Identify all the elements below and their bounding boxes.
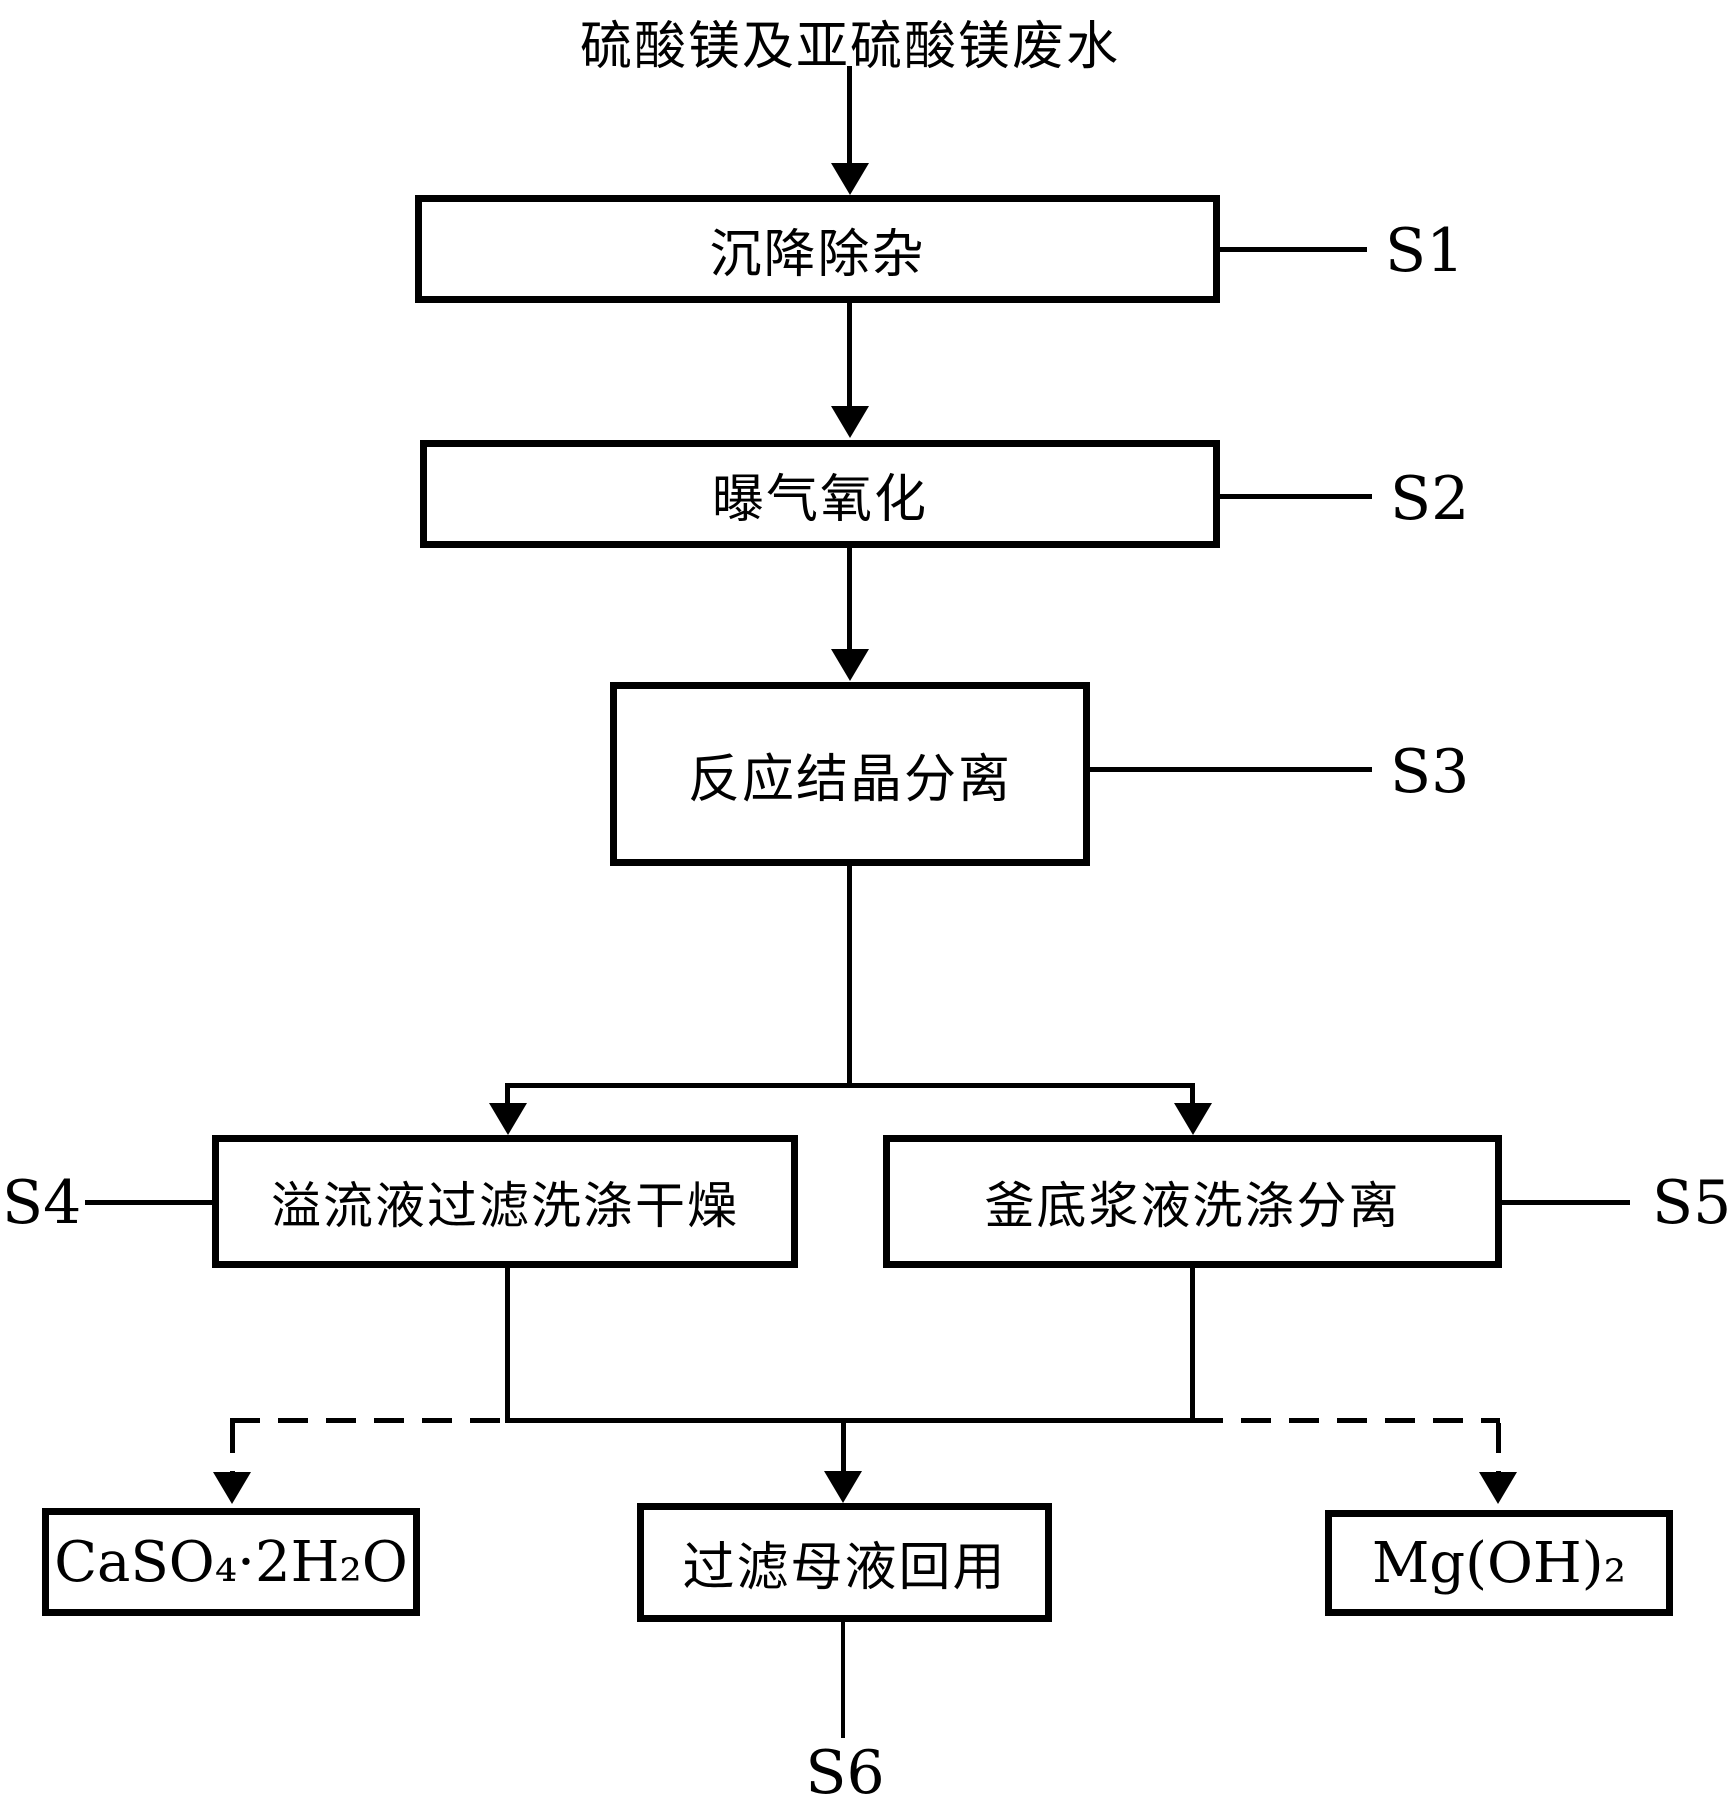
process-box-aeration: 曝气氧化	[420, 440, 1220, 548]
step-connector-line-s2	[1220, 494, 1372, 499]
arrow-down-icon	[824, 1471, 862, 1503]
step-connector-line-s6	[841, 1622, 845, 1738]
arrow-down-icon	[831, 163, 869, 195]
dashed-line	[1496, 1423, 1501, 1473]
output-box-magnesium-hydroxide-label: Mg(OH)₂	[1371, 1530, 1627, 1596]
dashed-line	[230, 1423, 235, 1473]
step-connector-line-s5	[1502, 1200, 1630, 1205]
step-connector-line-s3	[1090, 767, 1372, 772]
connector-line	[505, 1083, 510, 1105]
output-box-gypsum: CaSO₄·2H₂O	[42, 1508, 420, 1616]
process-box-settling: 沉降除杂	[415, 195, 1220, 303]
step-label-s4: S4	[2, 1168, 82, 1238]
connector-line	[1190, 1268, 1195, 1420]
arrow-down-icon	[1174, 1103, 1212, 1135]
process-box-crystallization: 反应结晶分离	[610, 682, 1090, 866]
process-box-crystallization-label: 反应结晶分离	[687, 749, 1012, 810]
process-box-bottom-slurry: 釜底浆液洗涤分离	[883, 1135, 1502, 1268]
step-connector-line-s4	[85, 1200, 212, 1205]
process-box-overflow-filter: 溢流液过滤洗涤干燥	[212, 1135, 798, 1268]
output-box-mother-liquor-label: 过滤母液回用	[682, 1538, 1007, 1598]
connector-line	[505, 1268, 510, 1420]
step-label-s3: S3	[1390, 737, 1470, 807]
connector-line	[847, 548, 852, 649]
connector-line	[847, 866, 852, 1085]
step-label-s6: S6	[805, 1738, 885, 1796]
arrow-down-icon	[1479, 1472, 1517, 1504]
connector-line	[1190, 1083, 1195, 1105]
connector-line	[841, 1423, 846, 1473]
process-box-aeration-label: 曝气氧化	[711, 469, 928, 530]
process-box-bottom-slurry-label: 釜底浆液洗涤分离	[984, 1176, 1401, 1235]
step-label-s5: S5	[1652, 1168, 1732, 1238]
step-connector-line-s1	[1220, 247, 1367, 252]
connector-line	[847, 66, 852, 164]
arrow-down-icon	[213, 1472, 251, 1504]
arrow-down-icon	[489, 1103, 527, 1135]
step-label-s2: S2	[1390, 464, 1470, 534]
output-box-gypsum-label: CaSO₄·2H₂O	[54, 1529, 408, 1595]
merge-line	[505, 1418, 1195, 1423]
branch-line	[505, 1083, 1195, 1088]
process-box-overflow-filter-label: 溢流液过滤洗涤干燥	[271, 1176, 739, 1235]
dashed-line	[1193, 1418, 1500, 1423]
step-label-s1: S1	[1385, 216, 1465, 286]
process-box-settling-label: 沉降除杂	[709, 224, 926, 285]
arrow-down-icon	[831, 406, 869, 438]
output-box-magnesium-hydroxide: Mg(OH)₂	[1325, 1510, 1673, 1616]
arrow-down-icon	[831, 649, 869, 681]
output-box-mother-liquor: 过滤母液回用	[637, 1503, 1052, 1622]
connector-line	[847, 303, 852, 406]
dashed-line	[230, 1418, 507, 1423]
